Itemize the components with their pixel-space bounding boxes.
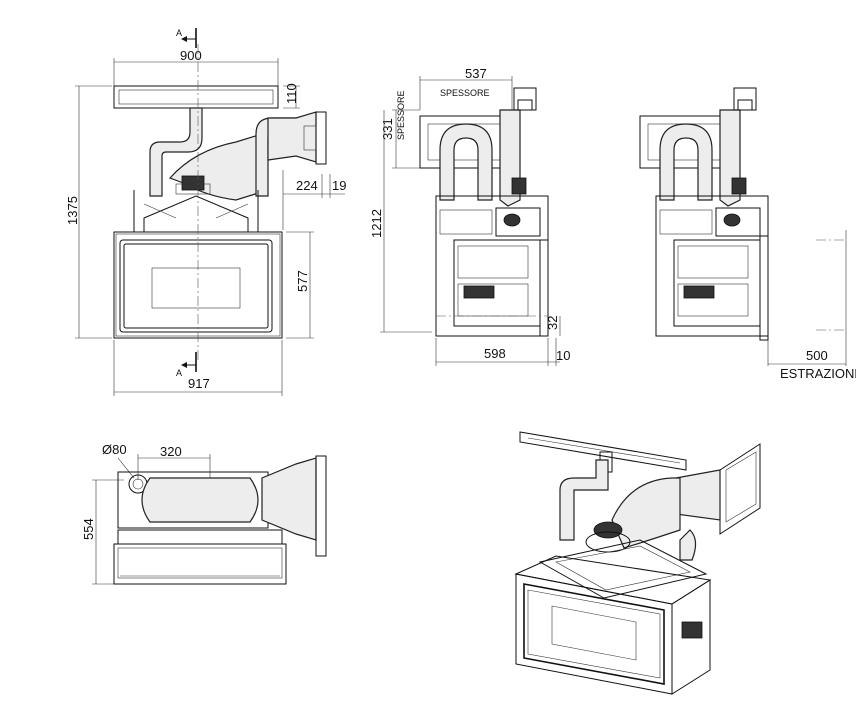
label-extraction: ESTRAZIONE — [780, 366, 856, 381]
side-view-2: 500 ESTRAZIONE — [639, 87, 856, 381]
dim-spacing: 320 — [160, 444, 182, 459]
dim-outlet-depth: 19 — [332, 178, 346, 193]
front-view: A 900 110 1375 — [65, 28, 346, 396]
dim-diameter: Ø80 — [102, 442, 127, 457]
dim-box-height: 577 — [295, 270, 310, 292]
label-spessore-side: SPESSORE — [396, 90, 406, 140]
side-view: 537 SPESSORE SPESSORE 331 1212 — [369, 66, 570, 366]
section-mark-bottom: A — [176, 368, 182, 378]
label-spessore-top: SPESSORE — [440, 88, 490, 98]
dim-hood-height: 110 — [284, 83, 299, 104]
dim-top-depth: 554 — [81, 518, 96, 540]
dim-side-depth: 598 — [484, 346, 506, 361]
dim-side-hood-height: 331 — [380, 118, 395, 140]
dim-side-vertical-offset: 32 — [545, 316, 560, 330]
dim-side-height-total: 1212 — [369, 209, 384, 238]
dim-front-height-total: 1375 — [65, 196, 80, 225]
dim-side-width-top: 537 — [465, 66, 487, 81]
dim-side-offset-small: 10 — [556, 348, 570, 363]
top-view: Ø80 320 554 — [81, 442, 327, 585]
isometric-view — [514, 431, 761, 695]
dim-extraction-distance: 500 — [806, 348, 828, 363]
section-mark-top: A — [176, 28, 182, 38]
dim-front-width-top: 900 — [180, 48, 202, 63]
dim-outlet-offset: 224 — [296, 178, 318, 193]
dim-front-width-bottom: 917 — [188, 376, 210, 391]
